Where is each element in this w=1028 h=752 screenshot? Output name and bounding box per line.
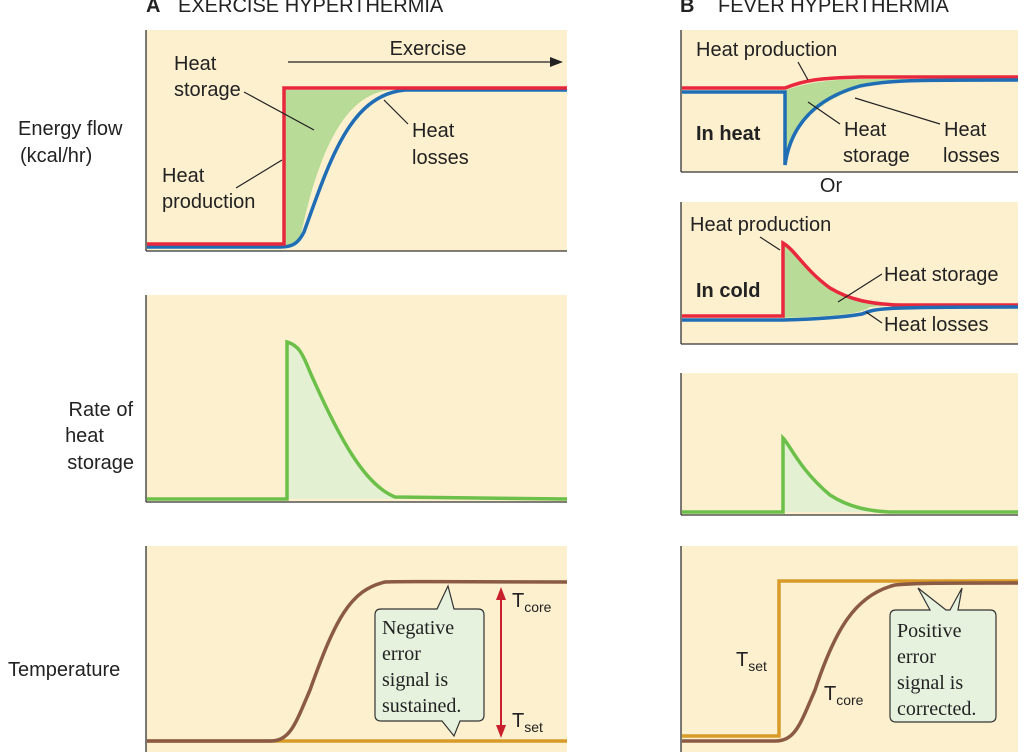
error-arrowhead-down (496, 725, 506, 738)
panel-a-letter: A (146, 0, 160, 17)
negative-callout-line4: sustained. (382, 695, 461, 717)
panel-b3-background (681, 373, 1018, 515)
heat-storage-area (284, 90, 392, 247)
heat-production-curve (147, 86, 567, 246)
heat-losses-leader-b2 (865, 311, 883, 324)
error-arrowhead-up (496, 587, 506, 600)
t-set-line-b (682, 579, 1018, 738)
panel-a-rate-of-heat-storage (145, 295, 568, 503)
panel-a1-background (146, 30, 567, 251)
heat-storage-leader-b2 (837, 273, 883, 303)
panel-a3-background (146, 546, 567, 752)
positive-callout-line1: Positive (897, 620, 962, 642)
rate-label-1: Rate of (69, 399, 134, 421)
heat-losses-label-b1-line2: losses (943, 145, 1000, 167)
exercise-arrowhead (550, 57, 563, 67)
heat-storage-label-line2: storage (174, 79, 241, 101)
heat-storage-leader (243, 91, 315, 131)
panel-b-title: FEVER HYPERTHERMIA (718, 0, 949, 17)
panel-a-temperature: Tcore Tset Negative error signal is sust… (145, 546, 568, 752)
negative-callout-line2: error (382, 643, 421, 665)
panel-b-in-cold: Heat production In cold Heat storage Hea… (680, 202, 1019, 345)
heat-storage-label-b2: Heat storage (884, 264, 999, 286)
temperature-label: Temperature (8, 659, 120, 681)
t-core-label-b: Tcore (824, 683, 864, 708)
heat-storage-rate-fill-b (783, 438, 890, 512)
heat-production-label-b1: Heat production (696, 39, 837, 61)
heat-storage-rate-curve (147, 339, 568, 501)
positive-callout-line2: error (897, 646, 936, 668)
in-heat-label: In heat (696, 123, 761, 145)
exercise-label: Exercise (390, 38, 467, 60)
heat-losses-label-b1-line1: Heat (944, 119, 987, 141)
heat-losses-label-b2: Heat losses (884, 314, 989, 336)
heat-losses-label-line1: Heat (412, 120, 455, 142)
heat-production-label-line2: production (162, 191, 255, 213)
heat-storage-label-b1-line1: Heat (844, 119, 887, 141)
heat-storage-area-b1 (785, 79, 910, 162)
heat-losses-curve (147, 88, 567, 249)
heat-losses-leader (383, 99, 409, 125)
panel-b1-background (681, 30, 1018, 172)
rate-label-2: heat (65, 425, 104, 447)
negative-callout-line3: signal is (382, 669, 448, 691)
in-cold-label: In cold (696, 280, 760, 302)
t-core-label-a: Tcore (512, 590, 552, 615)
heat-storage-label-line1: Heat (174, 53, 217, 75)
t-set-label-a: Tset (512, 710, 543, 735)
panel-b-temperature: Tset Tcore Positive error signal is corr… (680, 546, 1019, 752)
positive-callout-line3: signal is (897, 672, 963, 694)
negative-callout-line1: Negative (382, 617, 454, 639)
heat-storage-rate-curve-b (682, 433, 1018, 514)
positive-error-callout (889, 587, 997, 723)
heat-production-leader (235, 159, 283, 189)
heat-production-label-line1: Heat (162, 165, 205, 187)
t-set-label-b: Tset (736, 649, 767, 674)
heat-losses-leader-b1 (854, 97, 941, 125)
heat-storage-leader-b1 (807, 101, 841, 125)
or-label: Or (820, 175, 843, 197)
heat-production-leader-b2 (759, 236, 781, 251)
negative-error-callout (374, 584, 485, 738)
panel-a-title: EXERCISE HYPERTHERMIA (178, 0, 444, 17)
heat-storage-area-b2 (783, 243, 900, 318)
heat-losses-curve-b1 (682, 78, 1019, 166)
heat-losses-label-line2: losses (412, 147, 469, 169)
panel-b-in-heat: Heat production In heat Heat storage Hea… (680, 30, 1019, 173)
heat-storage-label-b1-line2: storage (843, 145, 910, 167)
heat-production-curve-b1 (682, 75, 1018, 90)
heat-production-leader-b1 (797, 61, 809, 81)
heat-production-curve-b2 (682, 239, 1018, 318)
positive-callout-line4: corrected. (897, 698, 976, 720)
panel-a-energy-flow: Exercise Heat storage Heat production He… (145, 30, 567, 252)
heat-storage-rate-fill (287, 342, 400, 499)
t-core-curve-b (682, 581, 1019, 743)
panel-b-rate-of-heat-storage (680, 373, 1018, 516)
t-core-curve-a (147, 579, 568, 743)
energy-flow-label: Energy flow (18, 118, 123, 140)
rate-label-3: storage (67, 452, 134, 474)
heat-losses-curve-b2 (682, 305, 1019, 322)
panel-b-letter: B (680, 0, 694, 17)
heat-production-label-b2: Heat production (690, 214, 831, 236)
energy-flow-unit-label: (kcal/hr) (20, 145, 92, 167)
